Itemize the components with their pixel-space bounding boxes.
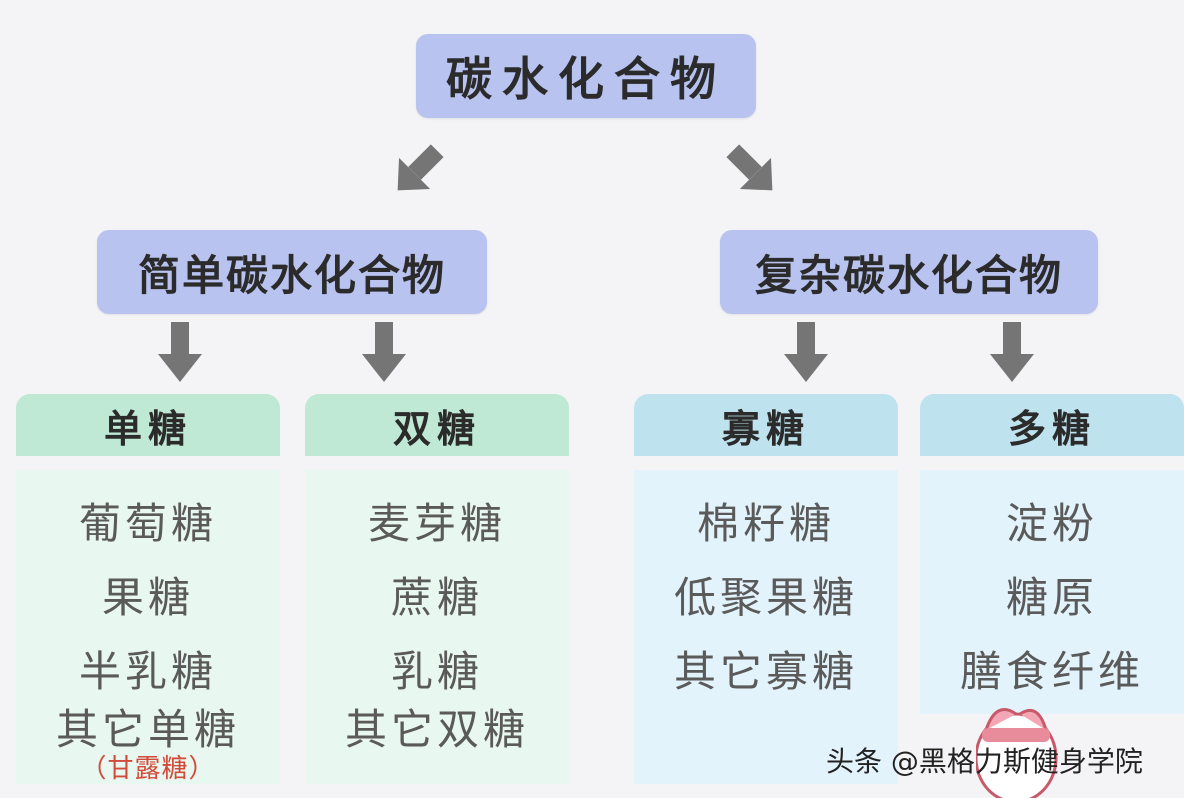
list-item: 棉籽糖 <box>696 499 835 548</box>
monosaccharide-column: 单糖 葡萄糖 果糖 半乳糖 其它单糖 （甘露糖） <box>16 394 280 784</box>
polysaccharide-list: 淀粉 糖原 膳食纤维 <box>920 470 1184 714</box>
monosaccharide-title: 单糖 <box>103 406 192 451</box>
polysaccharide-title: 多糖 <box>1007 406 1096 451</box>
polysaccharide-header: 多糖 <box>920 394 1184 456</box>
simple-carbohydrate-label: 简单碳水化合物 <box>137 250 446 300</box>
oligosaccharide-header: 寡糖 <box>634 394 898 456</box>
disaccharide-header: 双糖 <box>305 394 569 456</box>
mannose-note: （甘露糖） <box>80 754 216 784</box>
list-item: 低聚果糖 <box>673 573 858 622</box>
arrow-complex-to-polysaccharide <box>990 322 1034 382</box>
simple-carbohydrate-node: 简单碳水化合物 <box>97 230 487 314</box>
list-item: 淀粉 <box>1005 499 1098 548</box>
list-item: 果糖 <box>101 573 194 622</box>
monosaccharide-list: 葡萄糖 果糖 半乳糖 其它单糖 （甘露糖） <box>16 470 280 784</box>
oligosaccharide-title: 寡糖 <box>721 406 810 451</box>
list-item: 葡萄糖 <box>78 499 217 548</box>
disaccharide-list: 麦芽糖 蔗糖 乳糖 其它双糖 <box>305 470 569 784</box>
root-node: 碳水化合物 <box>416 34 756 118</box>
monosaccharide-header: 单糖 <box>16 394 280 456</box>
list-item: 乳糖 <box>390 647 483 696</box>
watermark: 头条 @黑格力斯健身学院 <box>826 745 1143 778</box>
arrow-simple-to-disaccharide <box>362 322 406 382</box>
complex-carbohydrate-label: 复杂碳水化合物 <box>754 250 1063 300</box>
arrow-simple-to-monosaccharide <box>158 322 202 382</box>
list-item: 半乳糖 <box>78 647 217 696</box>
oligosaccharide-list: 棉籽糖 低聚果糖 其它寡糖 <box>634 470 898 784</box>
list-item: 其它单糖 <box>55 705 240 754</box>
list-item: 麦芽糖 <box>367 499 506 548</box>
arrow-root-to-complex <box>726 144 773 191</box>
arrow-root-to-simple <box>397 144 444 191</box>
polysaccharide-column: 多糖 淀粉 糖原 膳食纤维 <box>920 394 1184 714</box>
disaccharide-column: 双糖 麦芽糖 蔗糖 乳糖 其它双糖 <box>305 394 569 784</box>
list-item: 其它寡糖 <box>673 647 858 696</box>
oligosaccharide-column: 寡糖 棉籽糖 低聚果糖 其它寡糖 <box>634 394 898 784</box>
disaccharide-title: 双糖 <box>392 406 481 451</box>
arrow-complex-to-oligosaccharide <box>784 322 828 382</box>
list-item: 蔗糖 <box>390 573 483 622</box>
list-item: 膳食纤维 <box>959 647 1144 696</box>
mascot-icon <box>976 708 1058 798</box>
complex-carbohydrate-node: 复杂碳水化合物 <box>720 230 1098 314</box>
list-item: 糖原 <box>1005 573 1098 622</box>
root-node-label: 碳水化合物 <box>446 52 726 106</box>
list-item: 其它双糖 <box>344 705 529 754</box>
